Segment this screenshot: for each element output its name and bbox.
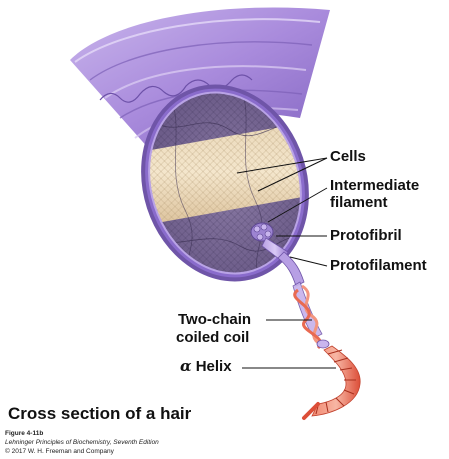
- figure-title: Cross section of a hair: [8, 404, 191, 424]
- label-intermediate-filament-line2: filament: [330, 194, 388, 211]
- label-two-chain-line2: coiled coil: [176, 329, 249, 346]
- alpha-symbol: α: [180, 357, 192, 375]
- figure-number: Figure 4-11b: [5, 430, 43, 438]
- book-credit: Lehninger Principles of Biochemistry, Se…: [5, 439, 159, 447]
- alpha-helix: [304, 346, 360, 418]
- label-protofibril: Protofibril: [330, 227, 402, 244]
- label-protofilament: Protofilament: [330, 257, 427, 274]
- label-intermediate-filament-line1: Intermediate: [330, 177, 419, 194]
- label-alpha-helix: α Helix: [180, 358, 232, 375]
- helix-word: Helix: [196, 358, 232, 375]
- label-two-chain-line1: Two-chain: [178, 311, 251, 328]
- copyright: © 2017 W. H. Freeman and Company: [5, 448, 114, 456]
- label-cells: Cells: [330, 148, 366, 165]
